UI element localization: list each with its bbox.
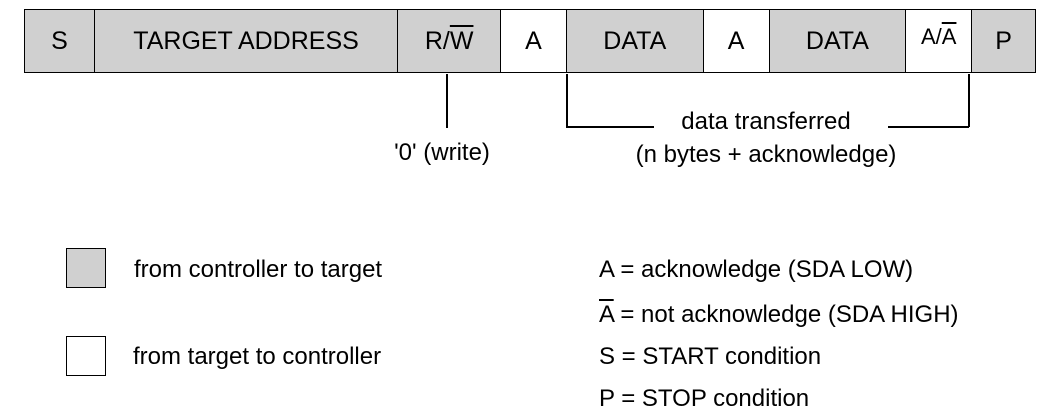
legend-label-controller-to-target: from controller to target: [134, 256, 383, 283]
write-pointer-line: [446, 74, 448, 128]
ack-nack-field: A/A: [906, 10, 973, 72]
definition-ack: A = acknowledge (SDA LOW): [599, 256, 914, 283]
ack-field-1: A: [501, 10, 567, 72]
target-address-field: TARGET ADDRESS: [94, 10, 399, 72]
data-field-1: DATA: [566, 10, 704, 72]
data-transferred-label: data transferred: [681, 108, 851, 135]
read-write-bit-field: R/W: [398, 10, 502, 72]
ack-field-2: A: [703, 10, 770, 72]
write-label: '0' (write): [394, 139, 490, 166]
legend-swatch-target-to-controller: [66, 336, 106, 376]
bracket-left-tick: [566, 74, 568, 127]
definition-stop: P = STOP condition: [599, 385, 810, 412]
stop-field: P: [972, 10, 1036, 72]
legend-swatch-controller-to-target: [66, 248, 106, 288]
data-transferred-sublabel: (n bytes + acknowledge): [635, 141, 897, 168]
bracket-left-line: [566, 126, 654, 128]
bracket-right-tick: [968, 74, 970, 127]
data-field-2: DATA: [769, 10, 907, 72]
i2c-write-frame: S TARGET ADDRESS R/W A DATA A DATA A/A P: [24, 9, 1036, 73]
start-field: S: [25, 10, 95, 72]
definition-nack: A = not acknowledge (SDA HIGH): [599, 301, 959, 328]
definition-start: S = START condition: [599, 343, 822, 370]
bracket-right-line: [888, 126, 969, 128]
legend-label-target-to-controller: from target to controller: [133, 343, 382, 370]
